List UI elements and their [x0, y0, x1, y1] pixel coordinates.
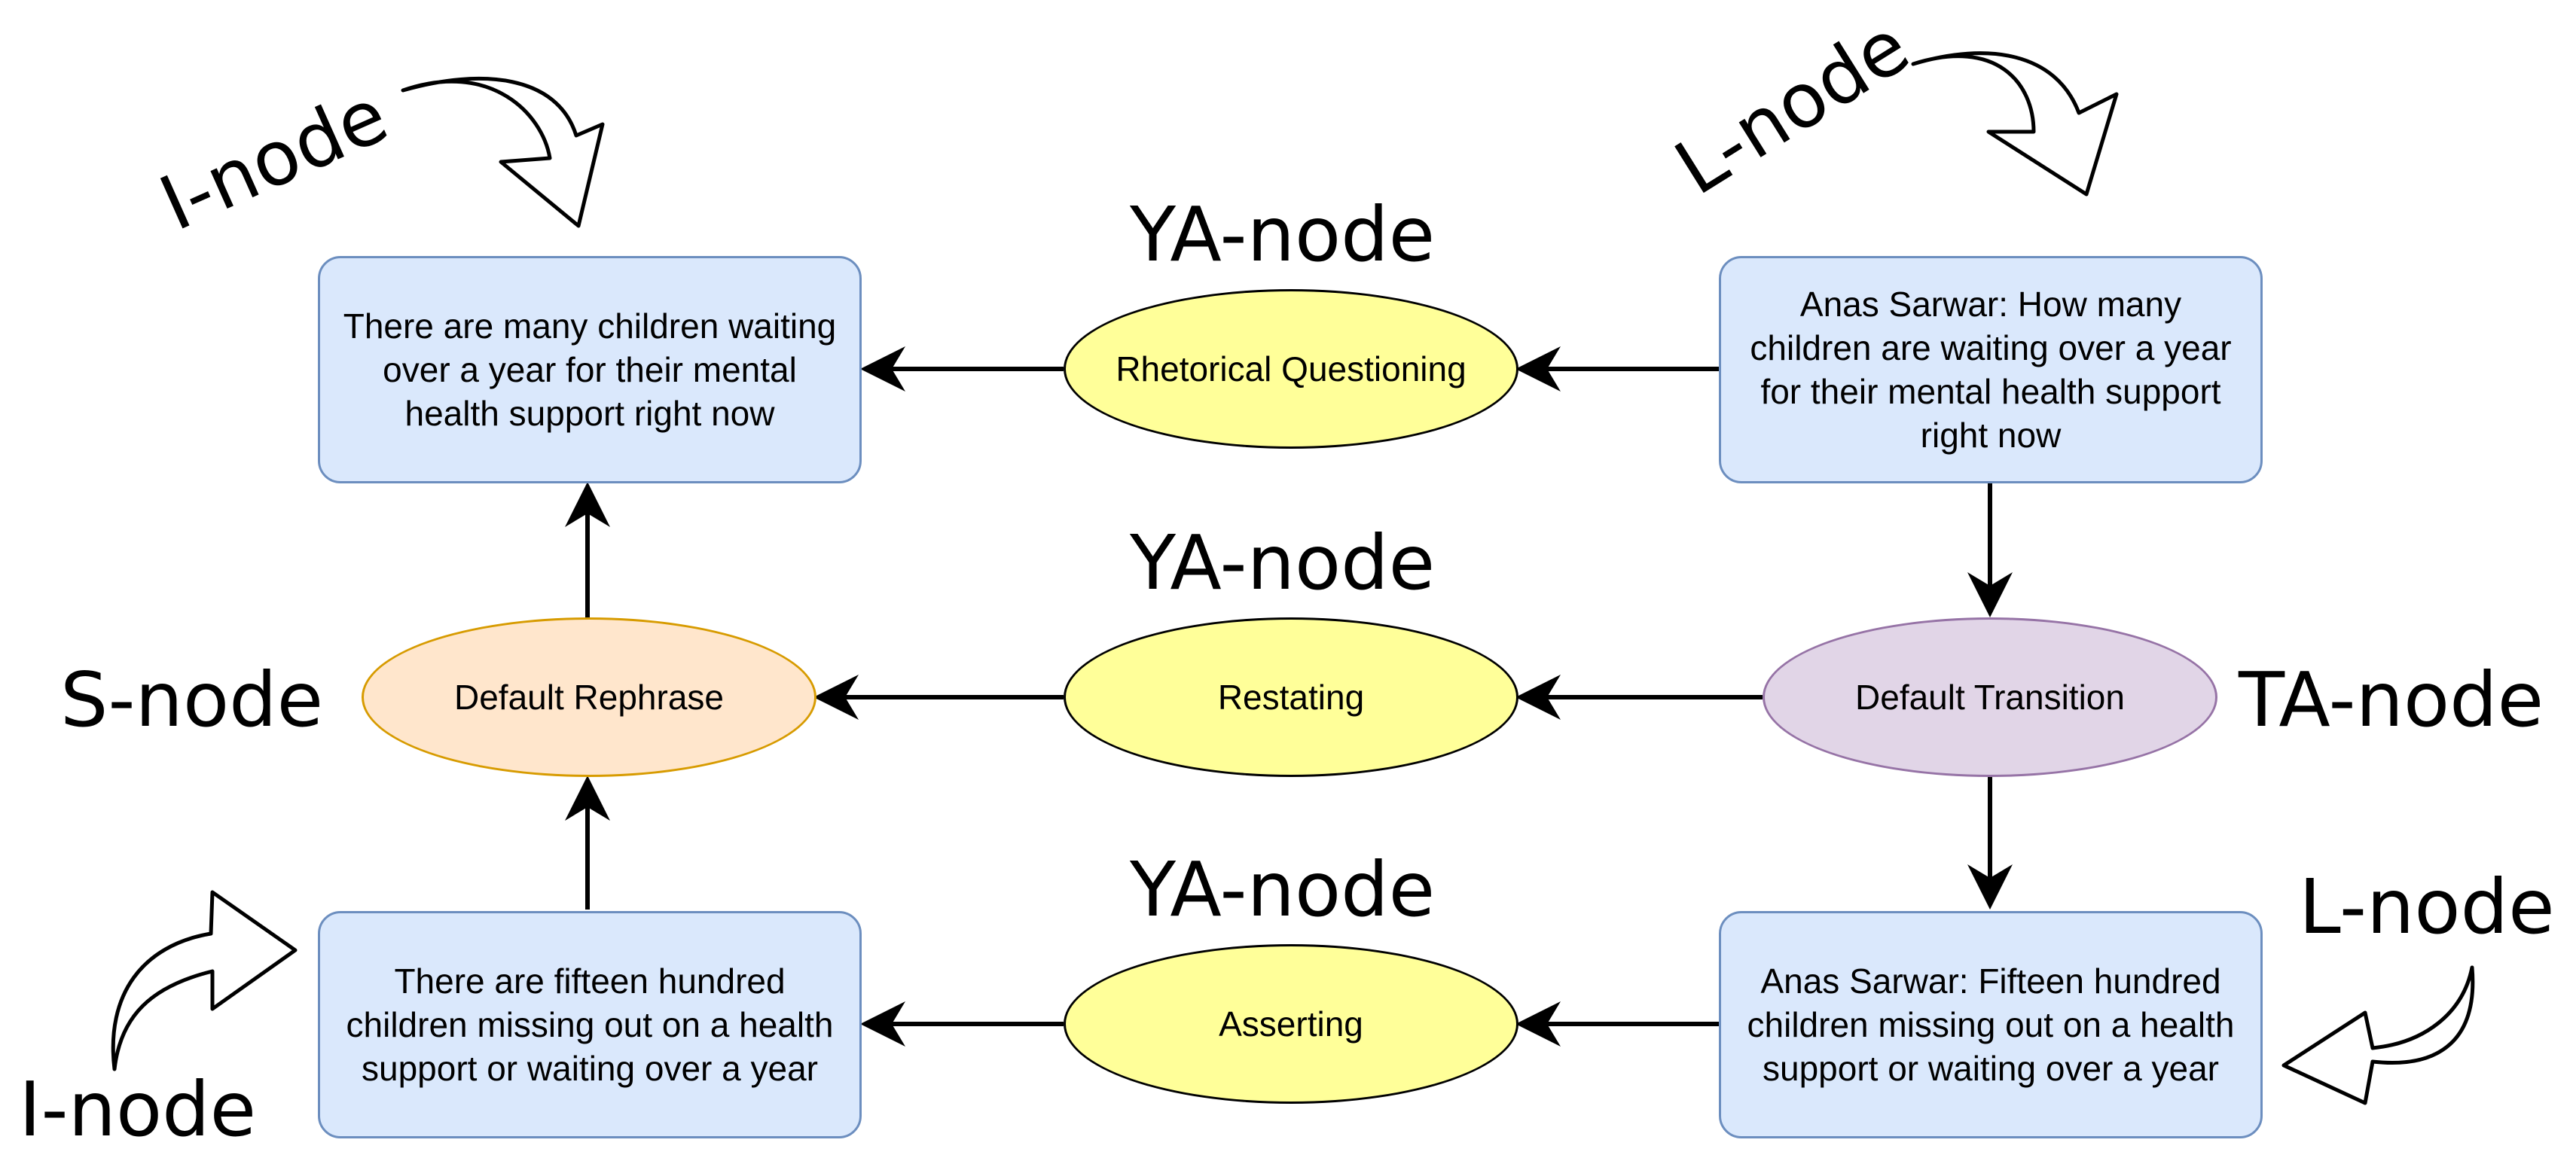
ya-node-middle: Restating: [1064, 617, 1518, 777]
l-node-top: Anas Sarwar: How many children are waiti…: [1719, 256, 2263, 483]
s-node: Default Rephrase: [362, 617, 816, 777]
callout-arrow-i-top: [401, 76, 605, 228]
label-ta-node: TA-node: [2239, 656, 2544, 744]
l-node-top-text: Anas Sarwar: How many children are waiti…: [1750, 285, 2232, 455]
i-node-top: There are many children waiting over a y…: [318, 256, 862, 483]
l-node-bottom-text: Anas Sarwar: Fifteen hundred children mi…: [1747, 961, 2235, 1088]
i-node-top-text: There are many children waiting over a y…: [343, 306, 837, 433]
ta-node-text: Default Transition: [1855, 678, 2125, 717]
ya-node-bottom: Asserting: [1064, 944, 1518, 1104]
i-node-bottom-text: There are fifteen hundred children missi…: [346, 961, 834, 1088]
ya-node-top: Rhetorical Questioning: [1064, 289, 1518, 449]
label-ya-node-middle: YA-node: [1130, 519, 1436, 607]
label-ya-node-bottom: YA-node: [1130, 846, 1436, 934]
label-l-node-bottom: L-node: [2299, 863, 2555, 951]
label-i-node-bottom: I-node: [19, 1065, 257, 1153]
label-s-node: S-node: [60, 656, 324, 744]
label-ya-node-top: YA-node: [1130, 190, 1436, 279]
callout-arrow-l-bottom: [2281, 965, 2475, 1105]
ya-node-top-text: Rhetorical Questioning: [1116, 349, 1467, 389]
ta-node: Default Transition: [1763, 617, 2217, 777]
callout-arrow-l-top: [1911, 51, 2119, 197]
ya-node-bottom-text: Asserting: [1219, 1004, 1363, 1044]
l-node-bottom: Anas Sarwar: Fifteen hundred children mi…: [1719, 911, 2263, 1138]
callout-arrow-i-bottom: [111, 890, 298, 1071]
ya-node-middle-text: Restating: [1217, 678, 1365, 717]
i-node-bottom: There are fifteen hundred children missi…: [318, 911, 862, 1138]
s-node-text: Default Rephrase: [454, 678, 724, 717]
